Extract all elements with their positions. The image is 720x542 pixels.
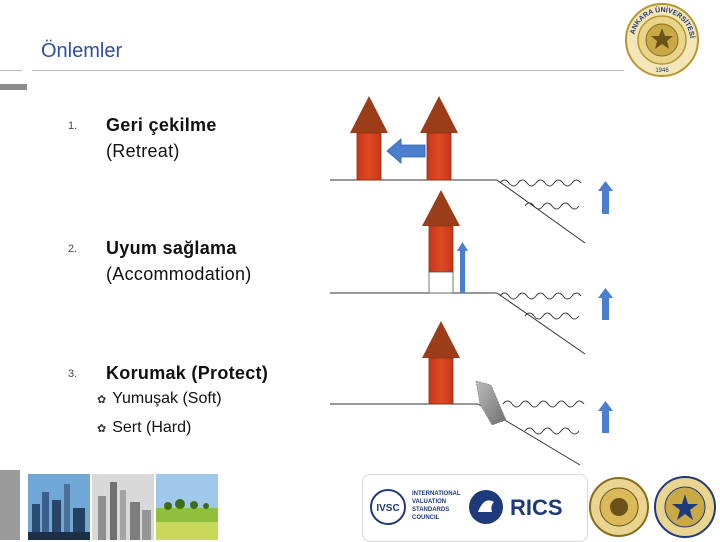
sea-level-rise-arrow-icon	[598, 288, 613, 320]
item-number-3: 3.	[68, 368, 78, 380]
accommodation-diagram	[330, 190, 613, 355]
wave-icon	[524, 312, 580, 320]
wave-icon	[502, 400, 585, 408]
accent-bar	[0, 84, 27, 90]
building-icon	[350, 96, 388, 181]
footer-photo-field	[156, 474, 218, 540]
building-icon	[420, 96, 458, 181]
item-1-sub: (Retreat)	[106, 141, 180, 161]
rics-logo: RICS	[469, 490, 563, 524]
wave-icon	[499, 292, 582, 300]
footer-left-bar	[0, 470, 20, 540]
wave-icon	[524, 202, 580, 210]
item-1-main: Geri çekilme	[106, 115, 217, 135]
title-divider	[32, 70, 624, 71]
ivsc-line1: INTERNATIONAL	[412, 491, 461, 497]
item-1: Geri çekilme (Retreat)	[106, 112, 217, 164]
bullet-icon: ✿	[97, 393, 107, 406]
footer-photo-skyline	[92, 474, 154, 540]
subitem-hard: ✿ Sert (Hard)	[97, 419, 191, 437]
bullet-icon: ✿	[97, 422, 107, 435]
seawall-icon	[475, 380, 507, 426]
building-icon	[422, 321, 460, 405]
subitem-soft: ✿ Yumuşak (Soft)	[97, 390, 222, 408]
item-2-sub: (Accommodation)	[106, 264, 252, 284]
wave-icon	[499, 179, 582, 187]
subitem-hard-label: Sert (Hard)	[112, 419, 192, 436]
item-2: Uyum sağlama (Accommodation)	[106, 235, 252, 287]
seal-logo-1	[589, 477, 649, 537]
sea-level-rise-arrow-icon	[598, 181, 613, 214]
ivsc-line2: VALUATION	[412, 499, 446, 505]
ivsc-line3: STANDARDS	[412, 507, 449, 513]
slide-title: Önlemler	[41, 40, 123, 62]
ivsc-text: IVSC	[376, 503, 399, 514]
protect-diagram	[330, 321, 613, 466]
elevated-building-icon	[422, 190, 460, 294]
item-number-1: 1.	[68, 120, 78, 132]
seal-logo-2	[654, 476, 716, 538]
title-divider-left	[0, 70, 22, 71]
rics-text: RICS	[510, 495, 563, 520]
item-2-main: Uyum sağlama	[106, 238, 237, 258]
item-3-main: Korumak (Protect)	[106, 363, 269, 383]
sea-level-rise-arrow-icon	[598, 401, 613, 433]
ivsc-logo: IVSC INTERNATIONAL VALUATION STANDARDS C…	[370, 489, 461, 525]
university-logo: ANKARA ÜNİVERSİTESİ 1946	[625, 3, 699, 77]
retreat-diagram	[330, 96, 613, 244]
wave-icon	[524, 427, 580, 435]
subitem-soft-label: Yumuşak (Soft)	[112, 390, 222, 407]
water-rise-arrow-icon	[457, 242, 468, 293]
ivsc-line4: COUNCIL	[412, 515, 440, 521]
item-number-2: 2.	[68, 243, 78, 255]
footer-photo-city	[28, 474, 90, 540]
logo-year: 1946	[655, 68, 669, 74]
retreat-arrow-icon	[386, 138, 426, 164]
item-3: Korumak (Protect)	[106, 360, 268, 386]
